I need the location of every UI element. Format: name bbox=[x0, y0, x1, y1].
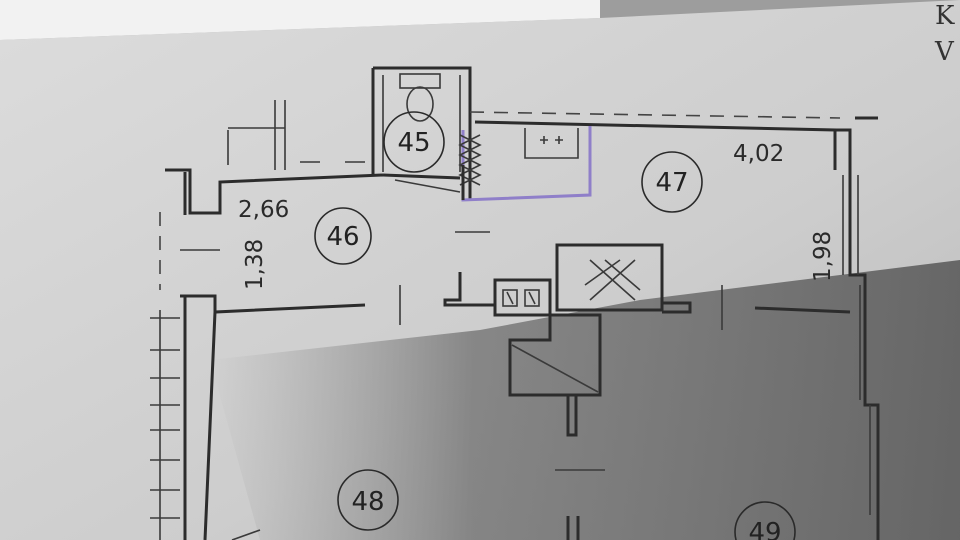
room-45-number: 45 bbox=[397, 128, 430, 158]
corner-letter-v: V bbox=[934, 37, 955, 67]
room-46: 46 bbox=[314, 207, 372, 265]
walls bbox=[150, 66, 880, 540]
dimension-room46-width: 2,66 bbox=[238, 197, 289, 223]
ventilation-shaft bbox=[443, 243, 692, 540]
room-49: 49 bbox=[734, 501, 796, 540]
room-46-marker bbox=[314, 207, 372, 265]
room-48: 48 bbox=[337, 469, 399, 531]
room-46-number: 46 bbox=[326, 222, 359, 252]
dashed-lines bbox=[159, 100, 841, 540]
dimensions: 2,66 1,38 4,02 1,98 bbox=[238, 141, 836, 290]
dimension-room47-depth: 1,98 bbox=[810, 231, 836, 282]
bath-area bbox=[394, 126, 592, 202]
room-47: 47 bbox=[641, 151, 703, 213]
corner-text: K V bbox=[934, 1, 955, 67]
dimension-room46-depth: 1,38 bbox=[242, 239, 268, 290]
room-48-marker bbox=[337, 469, 399, 531]
room-48-number: 48 bbox=[351, 487, 384, 517]
room-47-marker bbox=[641, 151, 703, 213]
toilet-icon bbox=[399, 73, 441, 122]
room-49-number: 49 bbox=[748, 518, 781, 540]
room-45-marker bbox=[383, 111, 445, 173]
room-49-marker bbox=[734, 501, 796, 540]
dimension-room47-width: 4,02 bbox=[733, 141, 784, 167]
corner-letter-k: K bbox=[935, 1, 955, 31]
room-45: 45 bbox=[383, 111, 445, 173]
room-47-number: 47 bbox=[655, 168, 688, 198]
